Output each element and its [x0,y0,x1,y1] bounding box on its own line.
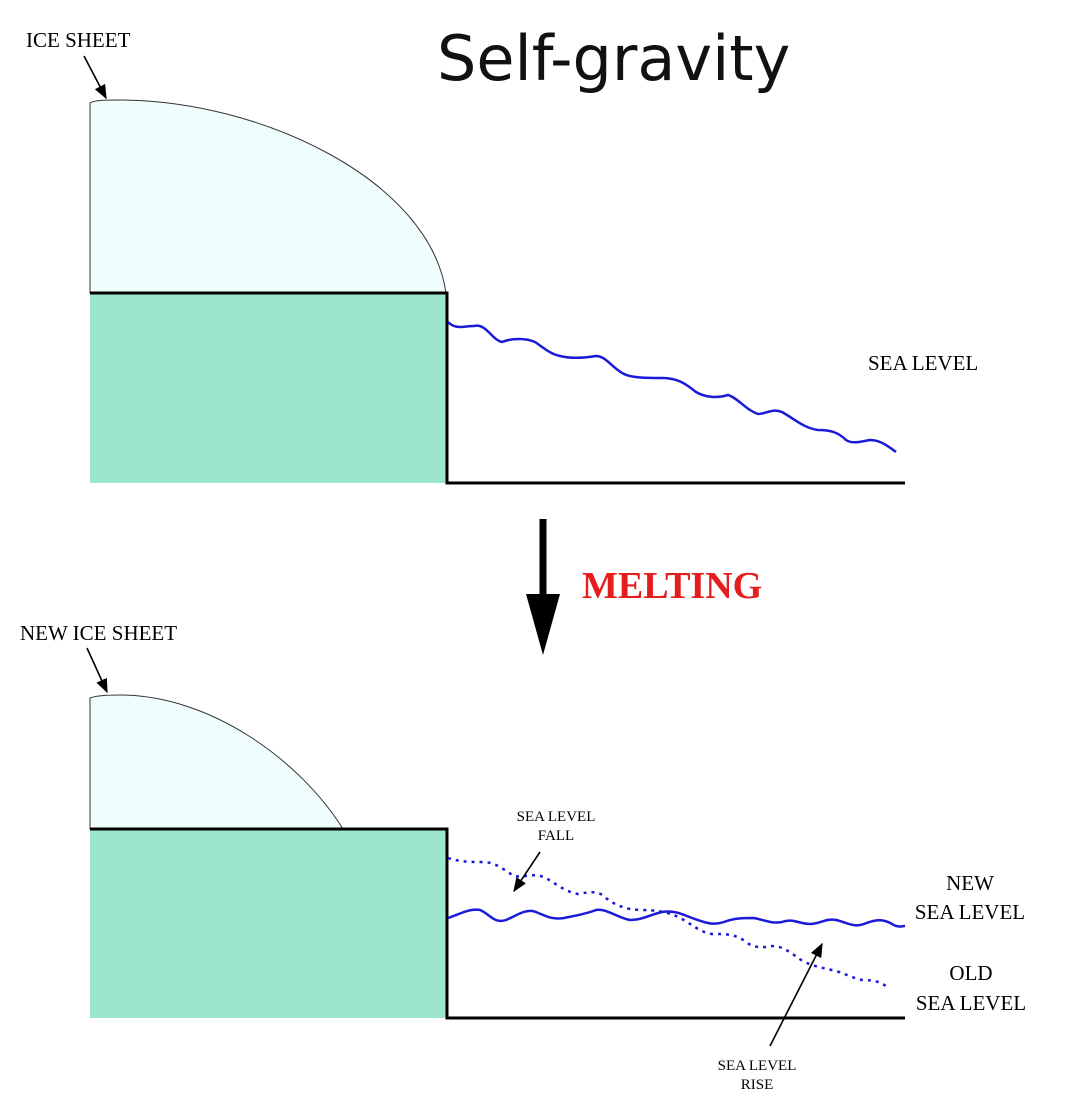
ice-sheet-shape [89,99,447,294]
new-sea-level-line [447,908,906,928]
old-sea-level-label-line2: SEA LEVEL [916,991,1026,1015]
bedrock-block [90,293,447,483]
sea-level-label: SEA LEVEL [868,351,978,375]
bottom-panel: NEW ICE SHEET SEA LEVEL FALL NEW SEA LEV… [20,621,1026,1093]
sea-level-rise-arrow [769,942,823,1047]
new-ice-sheet-pointer-arrow [86,647,108,694]
melting-arrow-head [526,594,560,655]
sea-level-fall-label-line1: SEA LEVEL [517,809,596,825]
old-sea-level-line [447,856,889,989]
sea-level-rise-label-line1: SEA LEVEL [718,1058,797,1074]
new-ice-sheet-label: NEW ICE SHEET [20,621,177,645]
melting-label: MELTING [582,565,762,607]
new-bedrock-block [90,829,447,1018]
new-sea-level-label-line2: SEA LEVEL [915,900,1025,924]
diagram-title: Self-gravity [437,22,790,95]
old-sea-level-label-line1: OLD [949,961,992,985]
sea-level-line [447,321,897,454]
ice-sheet-pointer-arrow [83,55,107,100]
sea-level-rise-label-line2: RISE [741,1077,774,1093]
sea-level-fall-label-line2: FALL [538,828,574,844]
bedrock-outline [90,291,905,485]
ice-sheet-label: ICE SHEET [26,28,131,52]
sea-level-fall-arrow [513,851,541,893]
melting-transition: MELTING [526,519,762,655]
new-ice-sheet-shape [89,694,344,830]
new-sea-level-label-line1: NEW [946,871,994,895]
new-bedrock-outline [90,827,905,1020]
top-panel: ICE SHEET SEA LEVEL [26,28,978,485]
